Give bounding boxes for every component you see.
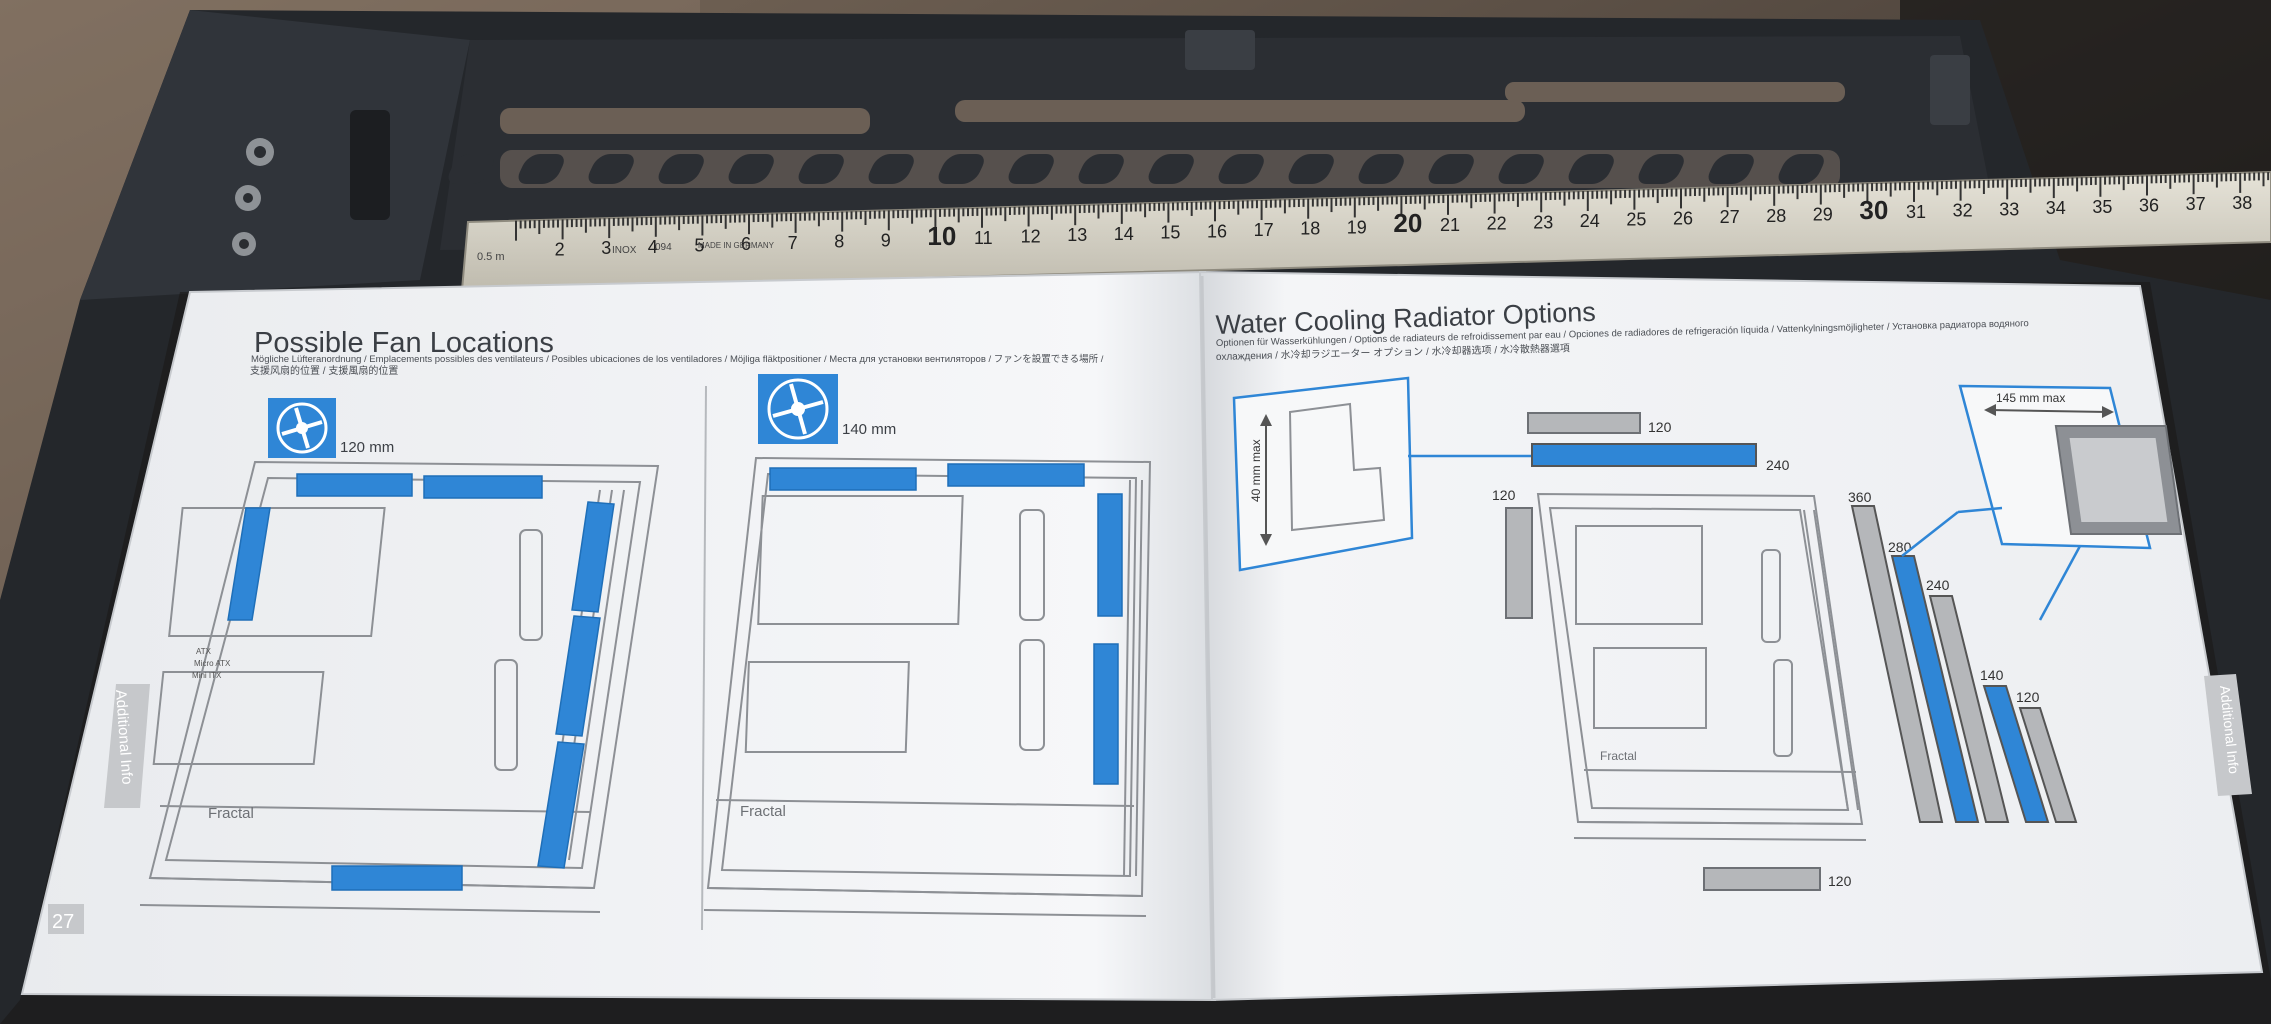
radiator-height-callout — [1232, 376, 1548, 572]
radiator-height-label: 40 mm max — [1249, 439, 1263, 502]
ruler-number: 38 — [2232, 193, 2252, 213]
ruler-number: 6 — [741, 234, 751, 254]
left-page-subtitle: Mögliche Lüfteranordnung / Emplacements … — [251, 353, 1104, 365]
brand-logo-left-1: Fractal — [208, 805, 254, 822]
ruler-number: 20 — [1393, 208, 1422, 238]
board-label-itx: Mini ITX — [192, 671, 222, 680]
top-radiator-240-label: 240 — [1766, 457, 1790, 473]
ruler-number: 12 — [1021, 226, 1041, 246]
booklet-right-page: Water Cooling Radiator Options Optionen … — [1198, 270, 2264, 1002]
side-tab-left — [104, 684, 150, 808]
ruler-number: 21 — [1440, 215, 1460, 235]
ruler-stamp-origin: MADE IN GERMANY — [698, 241, 775, 250]
page-divider — [701, 385, 707, 931]
side-tab-left-label: Additional Info — [112, 689, 136, 785]
bottom-radiator-120-label: 120 — [1828, 873, 1852, 889]
ruler-number: 8 — [834, 232, 844, 252]
left-page-title: Possible Fan Locations — [254, 327, 554, 359]
fan-120-label: 120 mm — [340, 439, 394, 456]
ruler-number: 35 — [2092, 197, 2112, 217]
fan-120-icon — [268, 398, 336, 458]
ruler-number: 18 — [1300, 219, 1320, 239]
radiator-width-label: 145 mm max — [1996, 391, 2065, 405]
board-label-atx: ATX — [196, 647, 212, 656]
ruler-number: 13 — [1067, 225, 1087, 245]
ruler-number: 23 — [1533, 212, 1553, 232]
ruler-number: 34 — [2046, 198, 2066, 218]
ruler-number: 36 — [2139, 195, 2159, 215]
ruler-number: 16 — [1207, 221, 1227, 241]
ruler-number: 31 — [1906, 202, 1926, 222]
ruler-number: 4 — [648, 237, 658, 257]
top-radiator-120-label: 120 — [1648, 419, 1672, 435]
brand-logo-left-2: Fractal — [740, 803, 786, 820]
ruler-number: 32 — [1953, 201, 1973, 221]
ruler-number: 27 — [1720, 207, 1740, 227]
fan-slots-140 — [769, 463, 1123, 785]
ruler-number: 30 — [1859, 195, 1888, 225]
ruler-number: 10 — [927, 221, 956, 251]
front-left-radiator-120 — [1505, 507, 1533, 619]
ruler-stamp-inox: INOX — [612, 245, 637, 256]
ruler-number: 25 — [1626, 210, 1646, 230]
page-number: 27 — [52, 911, 74, 933]
ruler-number: 9 — [881, 230, 891, 250]
ruler-number: 11 — [974, 228, 993, 248]
page-number-badge — [48, 904, 84, 934]
radiator-width-callout — [1901, 384, 2183, 621]
ruler-number: 26 — [1673, 208, 1693, 228]
front-left-radiator-120-label: 120 — [1492, 487, 1516, 503]
front-radiator-240-label: 240 — [1926, 577, 1950, 593]
front-radiator-bars — [1850, 505, 2078, 823]
side-tab-right — [2204, 674, 2252, 796]
front-radiator-140-label: 140 — [1980, 667, 2004, 683]
top-radiator-bars — [1527, 412, 1757, 467]
ruler-number: 33 — [1999, 199, 2019, 219]
ruler-number: 22 — [1487, 214, 1507, 234]
front-radiator-280-label: 280 — [1888, 539, 1912, 555]
left-page-subtitle-cn: 支援风扇的位置 / 支援風扇的位置 — [250, 364, 398, 377]
ruler-number: 37 — [2186, 194, 2206, 214]
ruler-number: 15 — [1160, 223, 1180, 243]
ruler-stamp-length: 0.5 m — [477, 251, 505, 263]
booklet-left-page: Possible Fan Locations Mögliche Lüfteran… — [20, 270, 1217, 1002]
front-radiator-120-label: 120 — [2016, 689, 2040, 705]
ruler-number: 14 — [1114, 224, 1134, 244]
fan-140-label: 140 mm — [842, 421, 896, 438]
ruler-number: 19 — [1347, 217, 1367, 237]
ruler-number: 29 — [1813, 205, 1833, 225]
ruler-number: 3 — [601, 238, 611, 258]
ruler-number: 2 — [555, 239, 565, 259]
ruler-number: 28 — [1766, 206, 1786, 226]
ruler-number: 24 — [1580, 211, 1600, 231]
case-diagram-radiator — [1536, 492, 1867, 841]
ruler-stamp-code: 094 — [655, 242, 672, 253]
fan-140-icon — [758, 374, 838, 444]
fan-slots-120 — [227, 473, 615, 891]
brand-logo-right: Fractal — [1600, 749, 1637, 763]
bottom-radiator-120 — [1703, 867, 1821, 891]
board-label-matx: Micro ATX — [194, 659, 231, 668]
ruler-number: 17 — [1254, 220, 1274, 240]
ruler-number: 7 — [788, 233, 798, 253]
ruler-number: 5 — [694, 236, 704, 256]
front-radiator-360-label: 360 — [1848, 489, 1872, 505]
